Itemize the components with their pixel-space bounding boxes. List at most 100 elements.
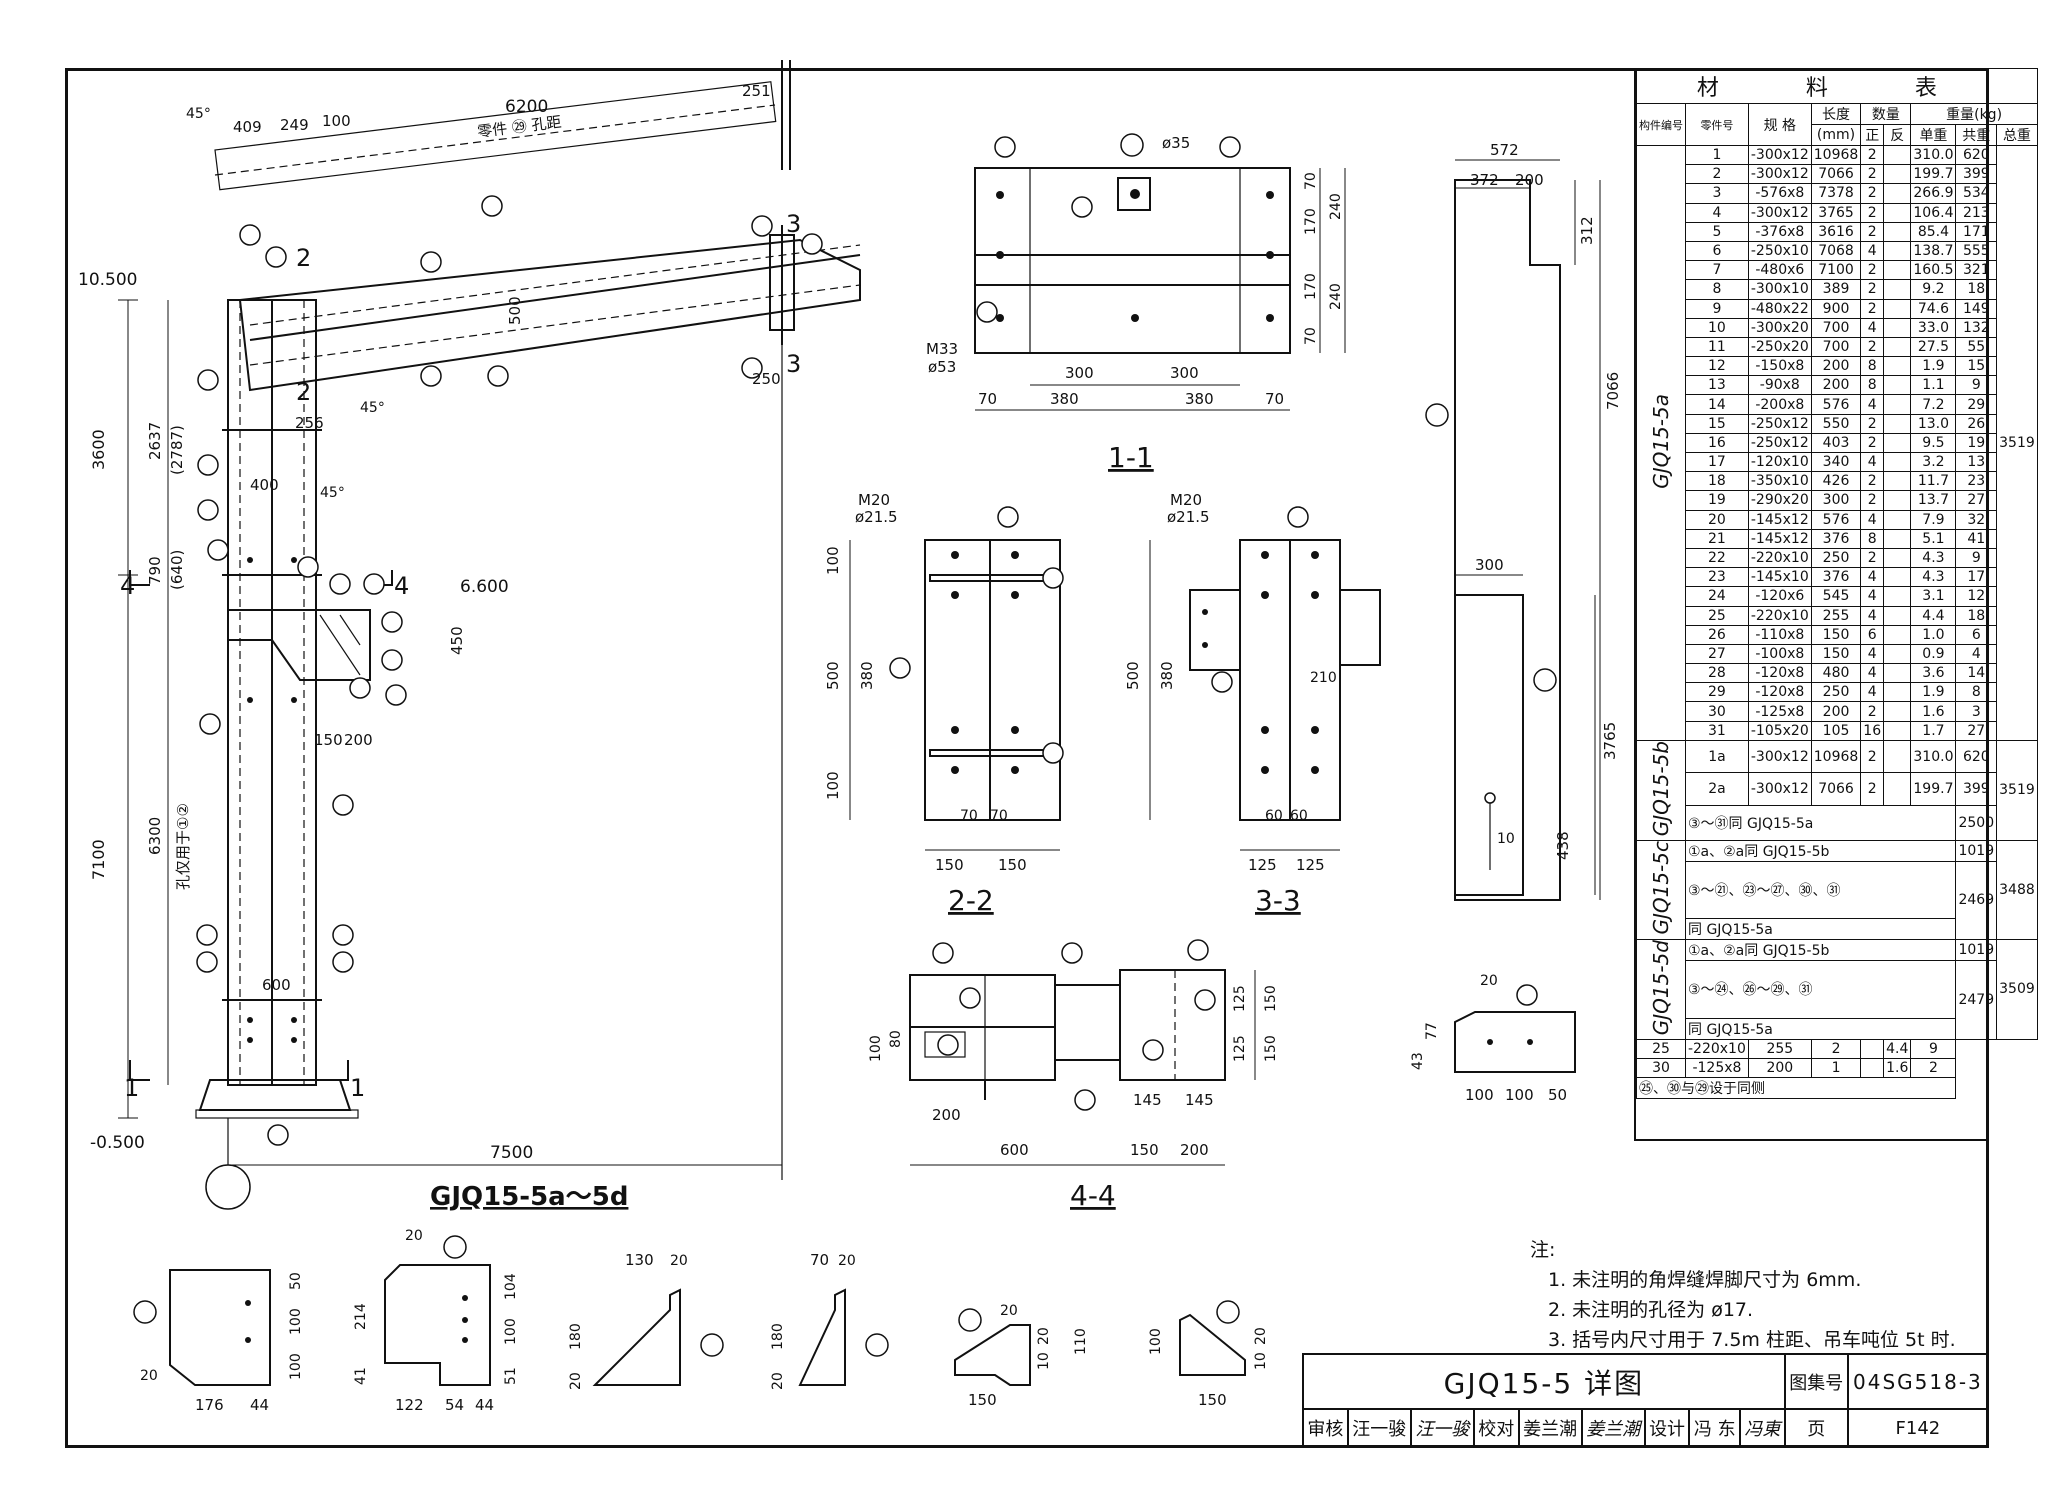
cell: 4 [1860, 509, 1885, 530]
rafter [238, 238, 861, 392]
cell: 6 [1860, 624, 1885, 645]
part-25-detail: 20 122 54 44 214 41 104 100 51 [353, 1228, 519, 1414]
cell: -300x12 [1747, 739, 1812, 774]
cell: 27 [1955, 720, 1998, 741]
cell: -145x12 [1747, 509, 1812, 530]
material-table-title: 材 料 表 [1636, 68, 2038, 104]
cell: -300x20 [1747, 317, 1812, 338]
cell: 200 [1810, 701, 1862, 722]
cell [1883, 202, 1912, 223]
cell: -150x8 [1747, 356, 1812, 377]
dim-200: 200 [344, 731, 373, 749]
angle-45-a: 45° [186, 106, 211, 122]
cell [1883, 432, 1912, 454]
cell: 4 [1955, 643, 1998, 665]
p29-h77: 77 [1424, 1022, 1440, 1040]
p22-h100b: 100 [288, 1353, 304, 1380]
p25-h41: 41 [353, 1367, 369, 1385]
dim-7100: 7100 [89, 839, 108, 880]
cell: 32 [1955, 509, 1998, 530]
cell: 1.9 [1910, 682, 1957, 703]
s44-w200: 200 [932, 1106, 961, 1124]
p12-w130: 130 [625, 1251, 654, 1269]
cell [1883, 336, 1912, 358]
s22-h100a: 100 [824, 546, 842, 575]
cell: 150 [1810, 643, 1862, 665]
cell: 213 [1955, 202, 1998, 223]
dim-249: 249 [280, 116, 309, 134]
dim-100: 100 [322, 112, 351, 130]
cell: 4 [1860, 240, 1885, 262]
cell: -300x12 [1747, 164, 1812, 185]
cell: 13.7 [1910, 490, 1957, 511]
p13-h20: 20 [770, 1372, 786, 1390]
cell: 8 [1955, 682, 1998, 703]
elev-mid: 6.600 [460, 577, 509, 597]
cell [1883, 663, 1912, 684]
cell: 7066 [1810, 772, 1862, 806]
sec-mark-4a: 4 [120, 572, 135, 600]
material-table: 材 料 表 构件编号 零件号 规 格 长度 数量 重量(kg) (mm) 正 反… [1634, 68, 2038, 1141]
p3-h312: 312 [1578, 216, 1596, 245]
cell: 534 [1955, 183, 1998, 204]
s11-h70a: 70 [1303, 172, 1319, 190]
s11-w380a: 380 [1050, 390, 1079, 408]
cell [1883, 547, 1912, 569]
cell: 3 [1955, 701, 1998, 722]
s33-w60b: 60 [1290, 808, 1308, 824]
angle-45-c: 45° [320, 485, 345, 501]
p13-w20: 20 [838, 1253, 856, 1269]
s44-h125b: 125 [1232, 1035, 1248, 1062]
s44-w145a: 145 [1133, 1091, 1162, 1109]
hdr-spec: 规 格 [1747, 103, 1812, 146]
cell: 1.9 [1910, 356, 1957, 377]
s33-w60a: 60 [1265, 808, 1283, 824]
hdr-weight: 重量(kg) [1910, 103, 2038, 125]
hole-note: 孔仅用于①② [174, 803, 192, 890]
elev-bot: -0.500 [90, 1133, 145, 1153]
section-3-3: M20 ø21.5 500 380 210 60 60 125 125 3-3 [1124, 491, 1381, 917]
cell: 199.7 [1910, 164, 1957, 185]
checker-name: 姜兰潮 [1517, 1408, 1583, 1448]
p29-w100b: 100 [1505, 1086, 1534, 1104]
cell: 85.4 [1910, 221, 1957, 242]
cell [1883, 528, 1912, 549]
cell: 389 [1810, 279, 1862, 300]
cell: -290x20 [1747, 490, 1812, 511]
s33-w210: 210 [1310, 670, 1337, 686]
cell: -100x8 [1747, 643, 1812, 665]
cell: 1 [1810, 1057, 1862, 1079]
cell: 545 [1810, 586, 1862, 607]
cell: 5 [1685, 221, 1749, 242]
dim-600: 600 [262, 976, 291, 994]
p22-w44: 44 [250, 1396, 269, 1414]
hdr-grand-weight: 总重 [1996, 124, 2038, 146]
cell: 13.0 [1910, 413, 1957, 434]
p12-h180: 180 [568, 1323, 584, 1350]
cell: 160.5 [1910, 260, 1957, 281]
cell: 900 [1810, 298, 1862, 319]
s33-h500: 500 [1124, 661, 1142, 690]
s22-h100b: 100 [824, 771, 842, 800]
hdr-qty-back: 反 [1883, 124, 1912, 146]
cell: 4 [1860, 567, 1885, 588]
cell: 2 [1860, 547, 1885, 569]
cell: 27.5 [1910, 336, 1957, 358]
axis-bubble [205, 1164, 251, 1210]
s11-w70b: 70 [1265, 390, 1284, 408]
cell: 2 [1860, 739, 1885, 774]
cell: 376 [1810, 528, 1862, 549]
p12-h20: 20 [568, 1372, 584, 1390]
cell: 399 [1955, 164, 1998, 185]
sec-mark-2a: 2 [296, 244, 311, 272]
s44-w150: 150 [1130, 1141, 1159, 1159]
cell: 23 [1685, 567, 1749, 588]
cell: 2 [1685, 164, 1749, 185]
